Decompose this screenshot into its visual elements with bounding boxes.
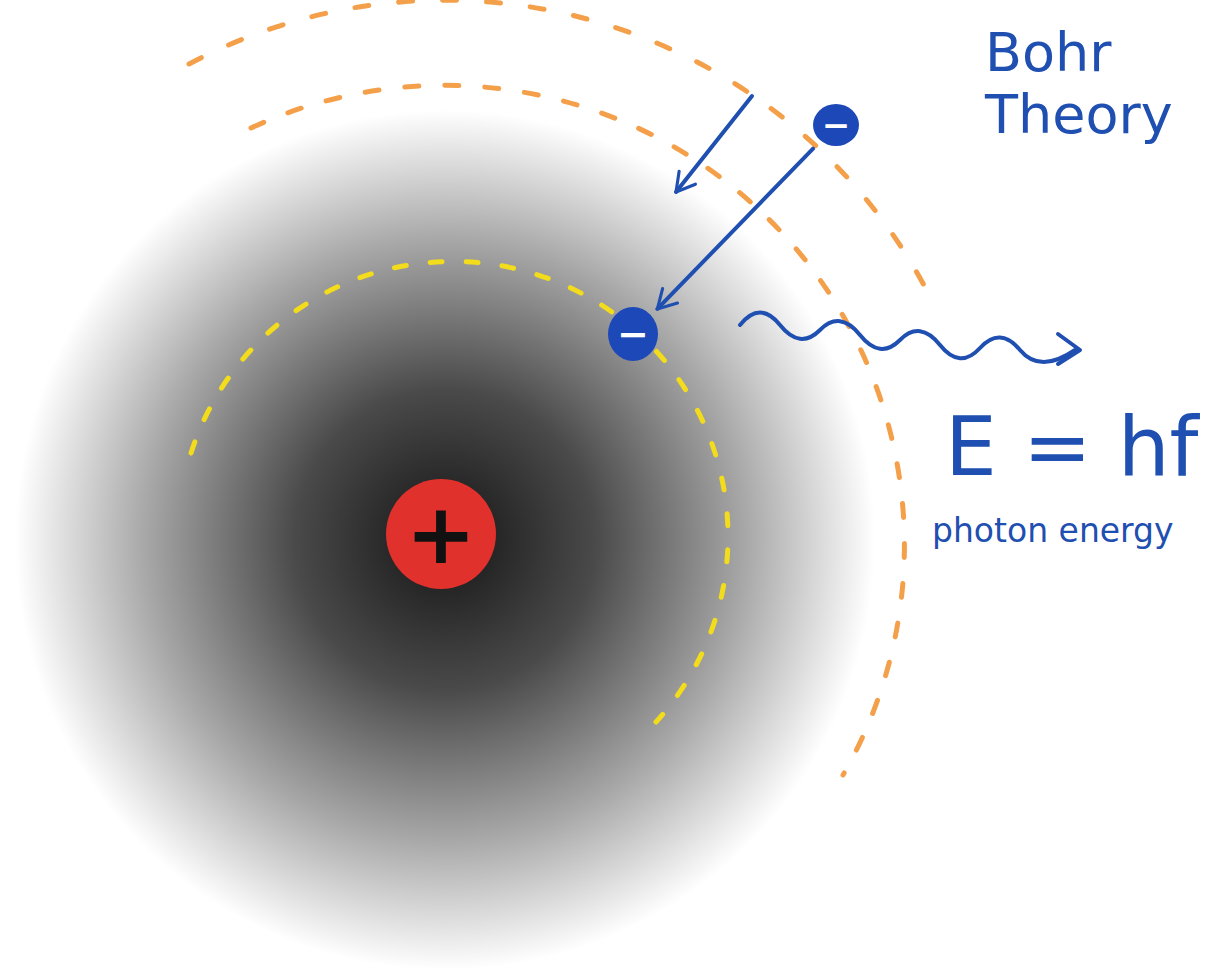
charge-sign: − (617, 315, 649, 353)
circle-fill (813, 104, 859, 146)
middle-orbit (251, 85, 904, 775)
electron-final: − (607, 306, 659, 362)
circle-fill (608, 307, 658, 361)
transition-arrow (676, 96, 752, 192)
formula: E = hf (945, 399, 1199, 494)
transition-arrow (657, 149, 813, 309)
circle-fill (386, 479, 496, 589)
nucleus: + (385, 478, 497, 590)
charge-sign: + (406, 492, 476, 576)
electron-cloud (15, 110, 875, 970)
formula-caption: photon energy (932, 511, 1174, 550)
electron-initial: − (812, 103, 860, 147)
outer-orbit (189, 0, 926, 289)
title-note: Bohr Theory (985, 21, 1173, 146)
inner-orbit (191, 261, 728, 722)
charge-sign: − (822, 108, 851, 142)
photon-arrowhead (1058, 334, 1080, 364)
photon-wave (740, 313, 1075, 363)
